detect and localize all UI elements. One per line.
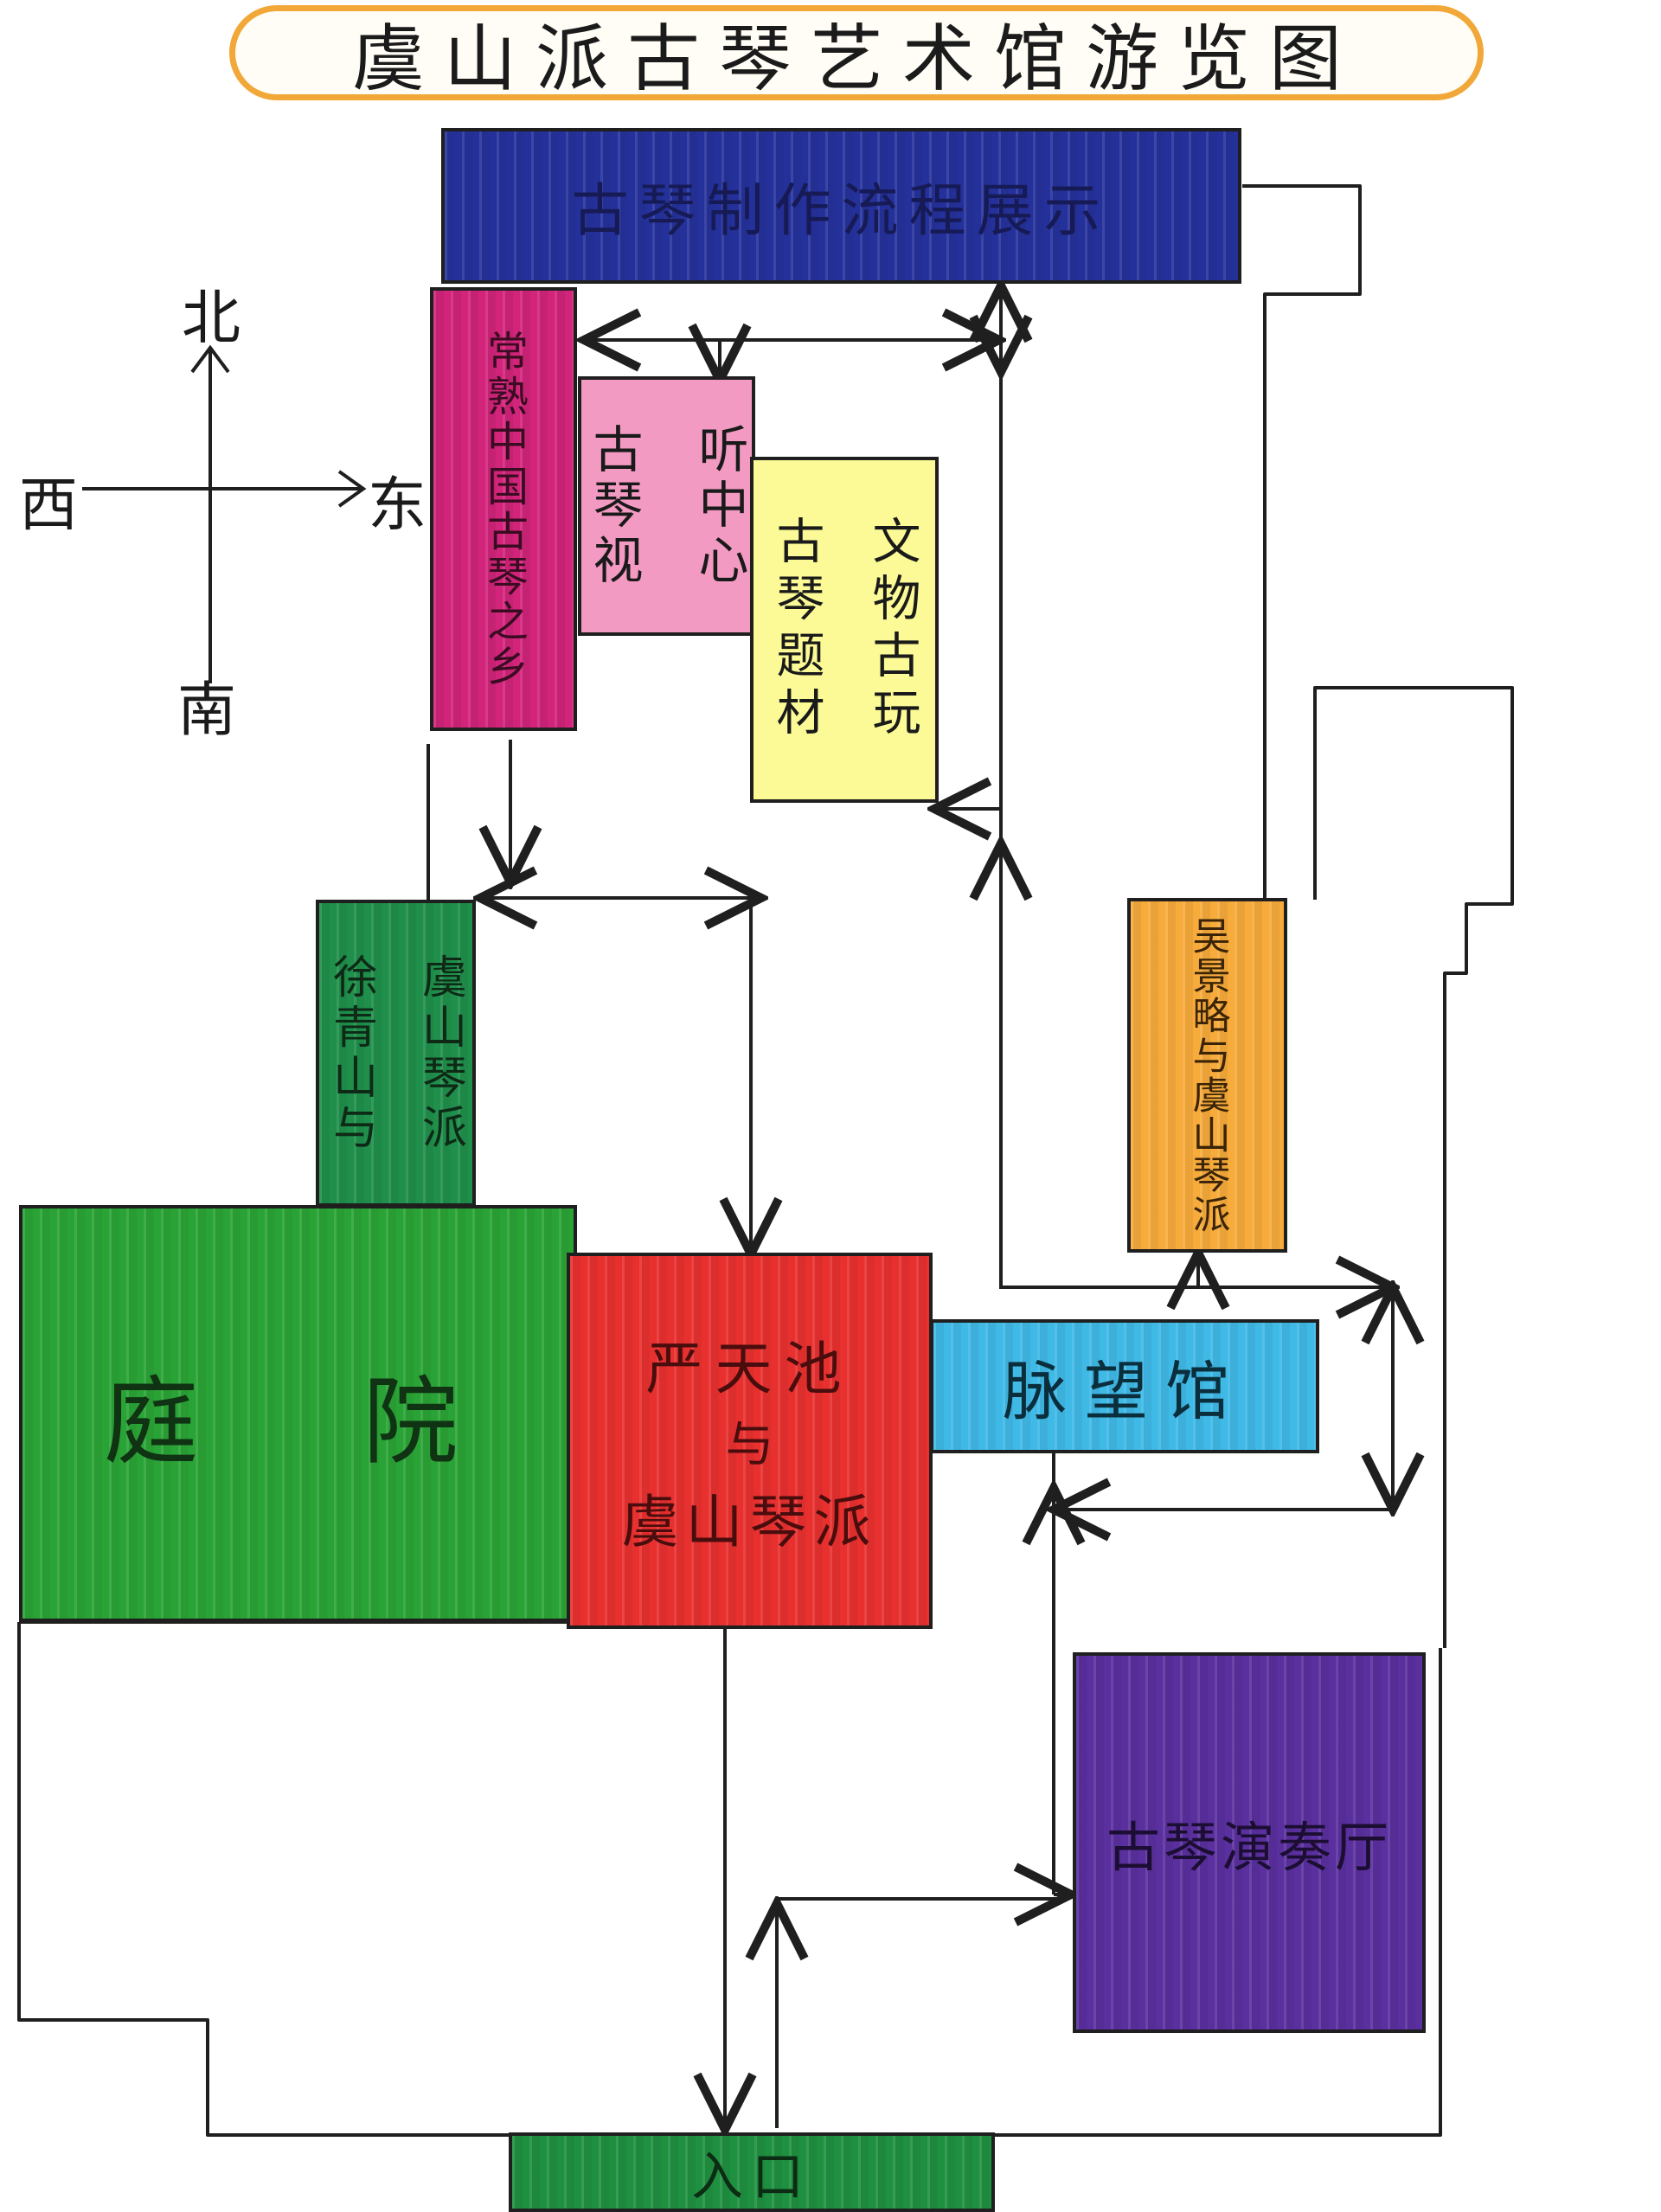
room-entrance-label: 入口 — [691, 2146, 812, 2208]
outline-east — [1313, 686, 1514, 1648]
room-relics-col2: 古琴题材 — [768, 516, 824, 744]
room-relics-col1: 文物古玩 — [864, 516, 920, 744]
room-listen[interactable]: 听中心 古琴视 — [578, 376, 755, 636]
room-concert-label: 古琴演奏厅 — [1106, 1816, 1392, 1879]
room-yantian-line1: 严天池 — [645, 1336, 854, 1402]
compass-east: 东 — [368, 471, 427, 540]
outline-southwest — [17, 1622, 510, 2137]
room-maiwang-label: 脉望馆 — [1003, 1355, 1247, 1429]
room-yantian-line2: 与 — [725, 1417, 774, 1473]
room-changshu-label: 常熟中国古琴之乡 — [479, 329, 528, 689]
room-xu-col1: 虞山琴派 — [414, 952, 466, 1154]
room-courtyard[interactable]: 庭 院 — [19, 1205, 577, 1622]
room-yantian[interactable]: 严天池 与 虞山琴派 — [567, 1253, 933, 1629]
map-title: 虞山派古琴艺术馆游览图 — [351, 16, 1361, 101]
title-banner: 虞山派古琴艺术馆游览图 — [229, 5, 1484, 101]
compass-north: 北 — [182, 285, 241, 353]
room-wu-label: 吴景略与虞山琴派 — [1185, 916, 1230, 1234]
compass-south: 南 — [177, 676, 237, 745]
room-xu-col2: 徐青山与 — [324, 952, 377, 1154]
room-concert[interactable]: 古琴演奏厅 — [1073, 1652, 1426, 2033]
room-workshop-label: 古琴制作流程展示 — [571, 177, 1112, 244]
room-courtyard-label: 庭 院 — [103, 1367, 493, 1478]
outline-northeast — [1242, 184, 1362, 900]
room-xu[interactable]: 虞山琴派 徐青山与 — [316, 900, 476, 1207]
compass-west: 西 — [19, 471, 79, 540]
room-relics[interactable]: 文物古玩 古琴题材 — [750, 457, 939, 803]
room-workshop[interactable]: 古琴制作流程展示 — [441, 128, 1241, 284]
room-entrance[interactable]: 入口 — [509, 2132, 995, 2212]
room-listen-col2: 古琴视 — [584, 423, 644, 589]
room-yantian-line3: 虞山琴派 — [621, 1489, 878, 1555]
room-changshu[interactable]: 常熟中国古琴之乡 — [430, 287, 577, 731]
outline-southeast — [993, 1648, 1442, 2137]
room-wu[interactable]: 吴景略与虞山琴派 — [1127, 898, 1287, 1253]
room-maiwang[interactable]: 脉望馆 — [930, 1319, 1319, 1453]
compass-arrows — [82, 344, 367, 683]
room-listen-col1: 听中心 — [689, 423, 749, 589]
